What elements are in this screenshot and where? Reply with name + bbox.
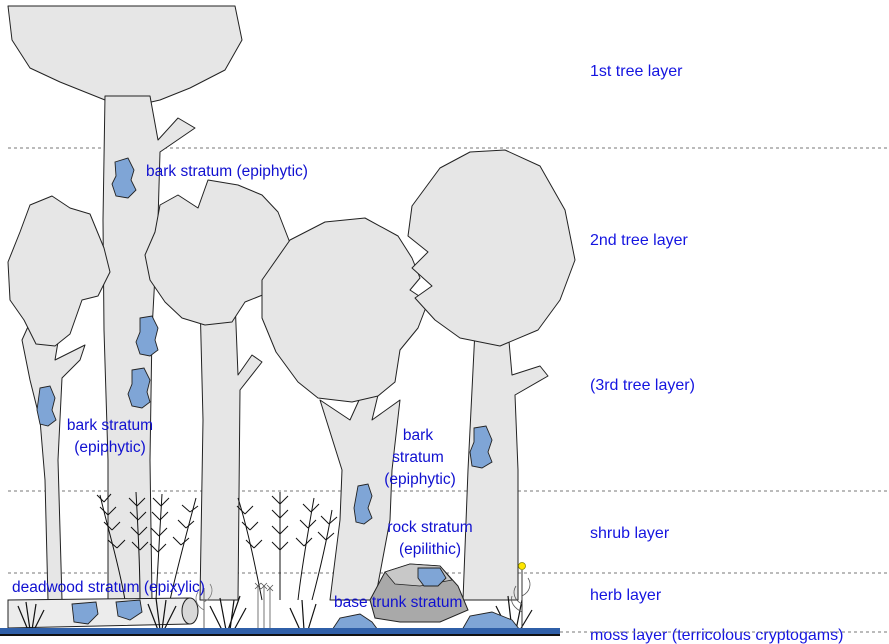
layer-labels: 1st tree layer 2nd tree layer (3rd tree … [560,63,889,644]
bark-stratum-left-label-line2: (epiphytic) [74,439,146,456]
fern-frond [272,492,288,600]
yellow-flower-icon [519,563,526,570]
grass-tuft [290,600,316,630]
small-herbs [255,583,273,628]
tree-layer-2-label: 2nd tree layer [590,232,689,249]
deadwood-stratum-label: deadwood stratum (epixylic) [12,579,205,596]
bark-stratum-top-label: bark stratum (epiphytic) [146,163,308,180]
log-end [182,598,198,624]
tree-layer-1-label: 1st tree layer [590,63,683,80]
shrub-layer-label: shrub layer [590,525,670,542]
right-tree-canopy [408,150,575,346]
center-tree [145,180,292,600]
base-trunk-stratum-label: base trunk stratum [334,594,462,611]
tree-layer-3-label: (3rd tree layer) [590,377,695,394]
base-trunk-lichen [462,612,520,630]
bark-stratum-mid-label-line3: (epiphytic) [384,471,456,488]
left-tree-canopy [8,196,110,346]
right-mid-tree-canopy [262,218,428,402]
deadwood-log [8,598,198,628]
bark-stratum-left-label-line1: bark stratum [67,417,153,434]
moss-layer-label: moss layer (terricolous cryptogams) [590,627,843,644]
fern-frond [237,498,262,600]
bark-stratum-mid-label-line1: bark [403,427,433,444]
rock-stratum-label-line2: (epilithic) [399,541,461,558]
grass-tuft [210,596,246,630]
bark-stratum-mid-label-line2: stratum [392,449,444,466]
left-tree [8,196,110,600]
herb-layer-label: herb layer [590,587,662,604]
moss-layer-band [0,628,560,634]
rock-stratum-label-line1: rock stratum [387,519,472,536]
base-trunk-lichen [332,614,378,630]
tall-tree-canopy [8,6,242,108]
